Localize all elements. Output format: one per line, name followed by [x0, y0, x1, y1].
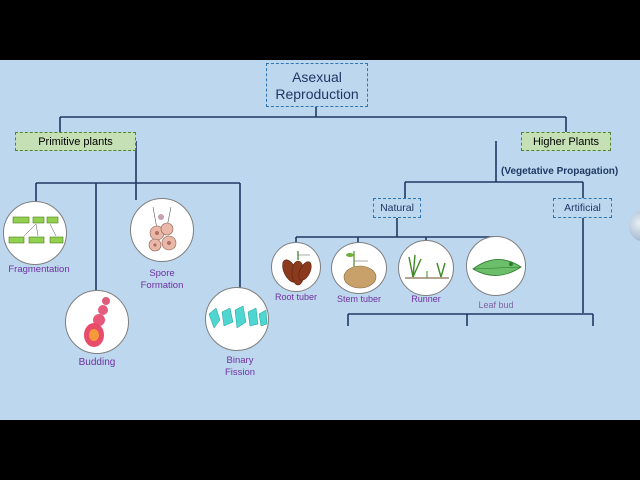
primitive-plants-label: Primitive plants: [38, 136, 113, 148]
root-node-line1: Asexual: [292, 69, 342, 85]
sweet-potato-icon: [282, 251, 312, 286]
spore-formation-line1: Spore: [149, 268, 175, 279]
fragmentation-image: [3, 201, 67, 265]
spore-formation-label: Spore Formation: [128, 268, 196, 292]
binary-fission-line1: Binary: [226, 355, 254, 366]
higher-plants-label: Higher Plants: [532, 136, 600, 148]
root-node: Asexual Reproduction: [266, 63, 368, 107]
diagram-canvas: Asexual Reproduction Primitive plants Hi…: [0, 60, 640, 420]
binary-fission-image: [205, 287, 269, 351]
fragmentation-label: Fragmentation: [8, 264, 70, 275]
stem-tuber-image: [331, 242, 387, 294]
root-node-line2: Reproduction: [275, 86, 359, 102]
runner-image: [398, 240, 454, 296]
runner-label: Runner: [411, 294, 441, 304]
root-tuber-label: Root tuber: [274, 292, 318, 302]
root-tuber-image: [271, 242, 321, 292]
leaf-bud-image: [466, 236, 526, 296]
artificial-label: Artificial: [564, 202, 601, 214]
globe-icon: [629, 211, 640, 241]
spore-formation-image: [130, 198, 194, 262]
primitive-plants-node: Primitive plants: [15, 132, 136, 151]
filament-icon: [8, 216, 64, 244]
connector-lines: [35, 107, 594, 326]
yeast-icon: [84, 297, 110, 347]
potato-icon: [343, 251, 377, 289]
spore-formation-line2: Formation: [140, 280, 184, 291]
leaf-bud-label: Leaf bud: [478, 300, 514, 310]
artificial-node: Artificial: [553, 198, 612, 218]
higher-plants-node: Higher Plants: [521, 132, 611, 151]
budding-label: Budding: [78, 357, 116, 368]
vegetative-propagation-label: (Vegetative Propagation): [501, 166, 619, 177]
stem-tuber-label: Stem tuber: [336, 294, 382, 304]
natural-node: Natural: [373, 198, 421, 218]
binary-fission-label: Binary Fission: [205, 355, 275, 379]
bryophyllum-leaf-icon: [472, 259, 522, 276]
diatom-icon: [208, 305, 268, 329]
runner-plant-icon: [405, 254, 449, 279]
sporangium-icon: [148, 206, 177, 252]
natural-label: Natural: [380, 202, 414, 214]
binary-fission-line2: Fission: [224, 367, 256, 378]
budding-image: [65, 290, 129, 354]
